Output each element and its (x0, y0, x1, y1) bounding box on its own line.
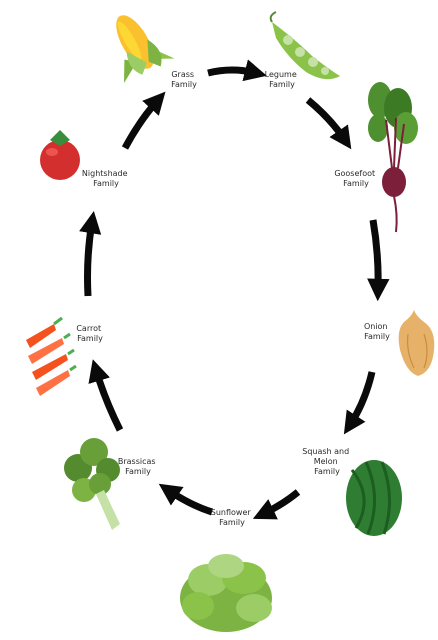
label-grass-family: Grass Family (171, 70, 197, 89)
arrow-nightshade-to-grass (125, 100, 158, 148)
arrow-onion-to-squash (350, 372, 372, 425)
label-brassicas-family: Brassicas Family (118, 457, 158, 476)
corn-icon (94, 3, 174, 86)
lettuce-icon (180, 554, 272, 632)
arrow-legume-to-goosefoot (308, 100, 345, 140)
arrow-squash-to-sunflower (263, 492, 298, 514)
arrow-grass-to-legume (208, 70, 256, 73)
label-onion-family: Onion Family (364, 322, 390, 341)
arrow-brassica-to-carrot (96, 370, 120, 430)
arrow-sunflower-to-brassica (168, 490, 212, 512)
label-nightshade-family: Nightshade Family (82, 169, 130, 188)
onion-icon (399, 310, 435, 376)
arrow-goosefoot-to-onion (373, 220, 378, 290)
label-carrot-family: Carrot Family (76, 324, 103, 343)
tomato-icon (40, 130, 80, 180)
label-sunflower-family: Sunflower Family (211, 508, 253, 527)
label-squash-melon-family: Squash and Melon Family (302, 447, 352, 476)
label-goosefoot-family: Goosefoot Family (334, 169, 377, 188)
label-legume-family: Legume Family (265, 70, 300, 89)
broccoli-icon (64, 438, 120, 530)
watermelon-icon (346, 460, 402, 536)
carrot-icon (26, 318, 76, 396)
arrow-carrot-to-nightshade (88, 222, 93, 296)
beet-icon (368, 82, 418, 232)
